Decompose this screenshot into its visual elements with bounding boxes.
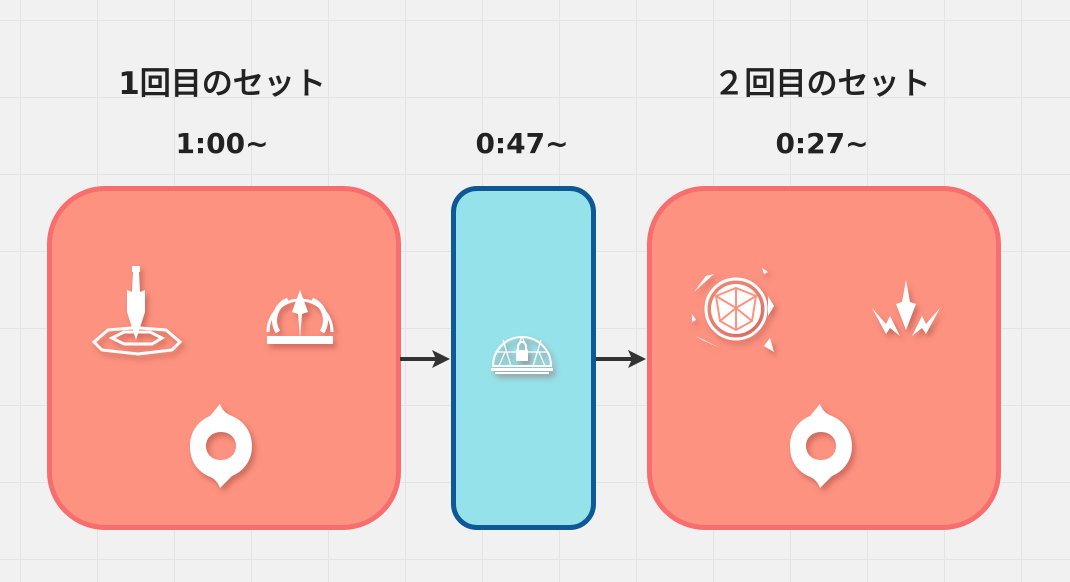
shield-arc-icon [266,290,334,344]
break-time: 0:47~ [475,127,569,160]
set2-box [647,186,1001,530]
arrow-right-icon [400,350,450,368]
arrow-right-icon [596,350,646,368]
geodesic-sphere-icon [692,268,774,352]
lightning-down-icon [872,280,940,336]
set1-time: 1:00~ [175,127,269,160]
set2-time: 0:27~ [775,127,869,160]
cycle-icon [790,404,852,488]
cycle-icon [190,404,252,488]
set1-title: 1回目のセット [118,66,326,102]
set2-title: ２回目のセット [713,66,931,102]
blade-ring-icon [91,266,183,356]
dome-lock-icon [491,335,553,374]
